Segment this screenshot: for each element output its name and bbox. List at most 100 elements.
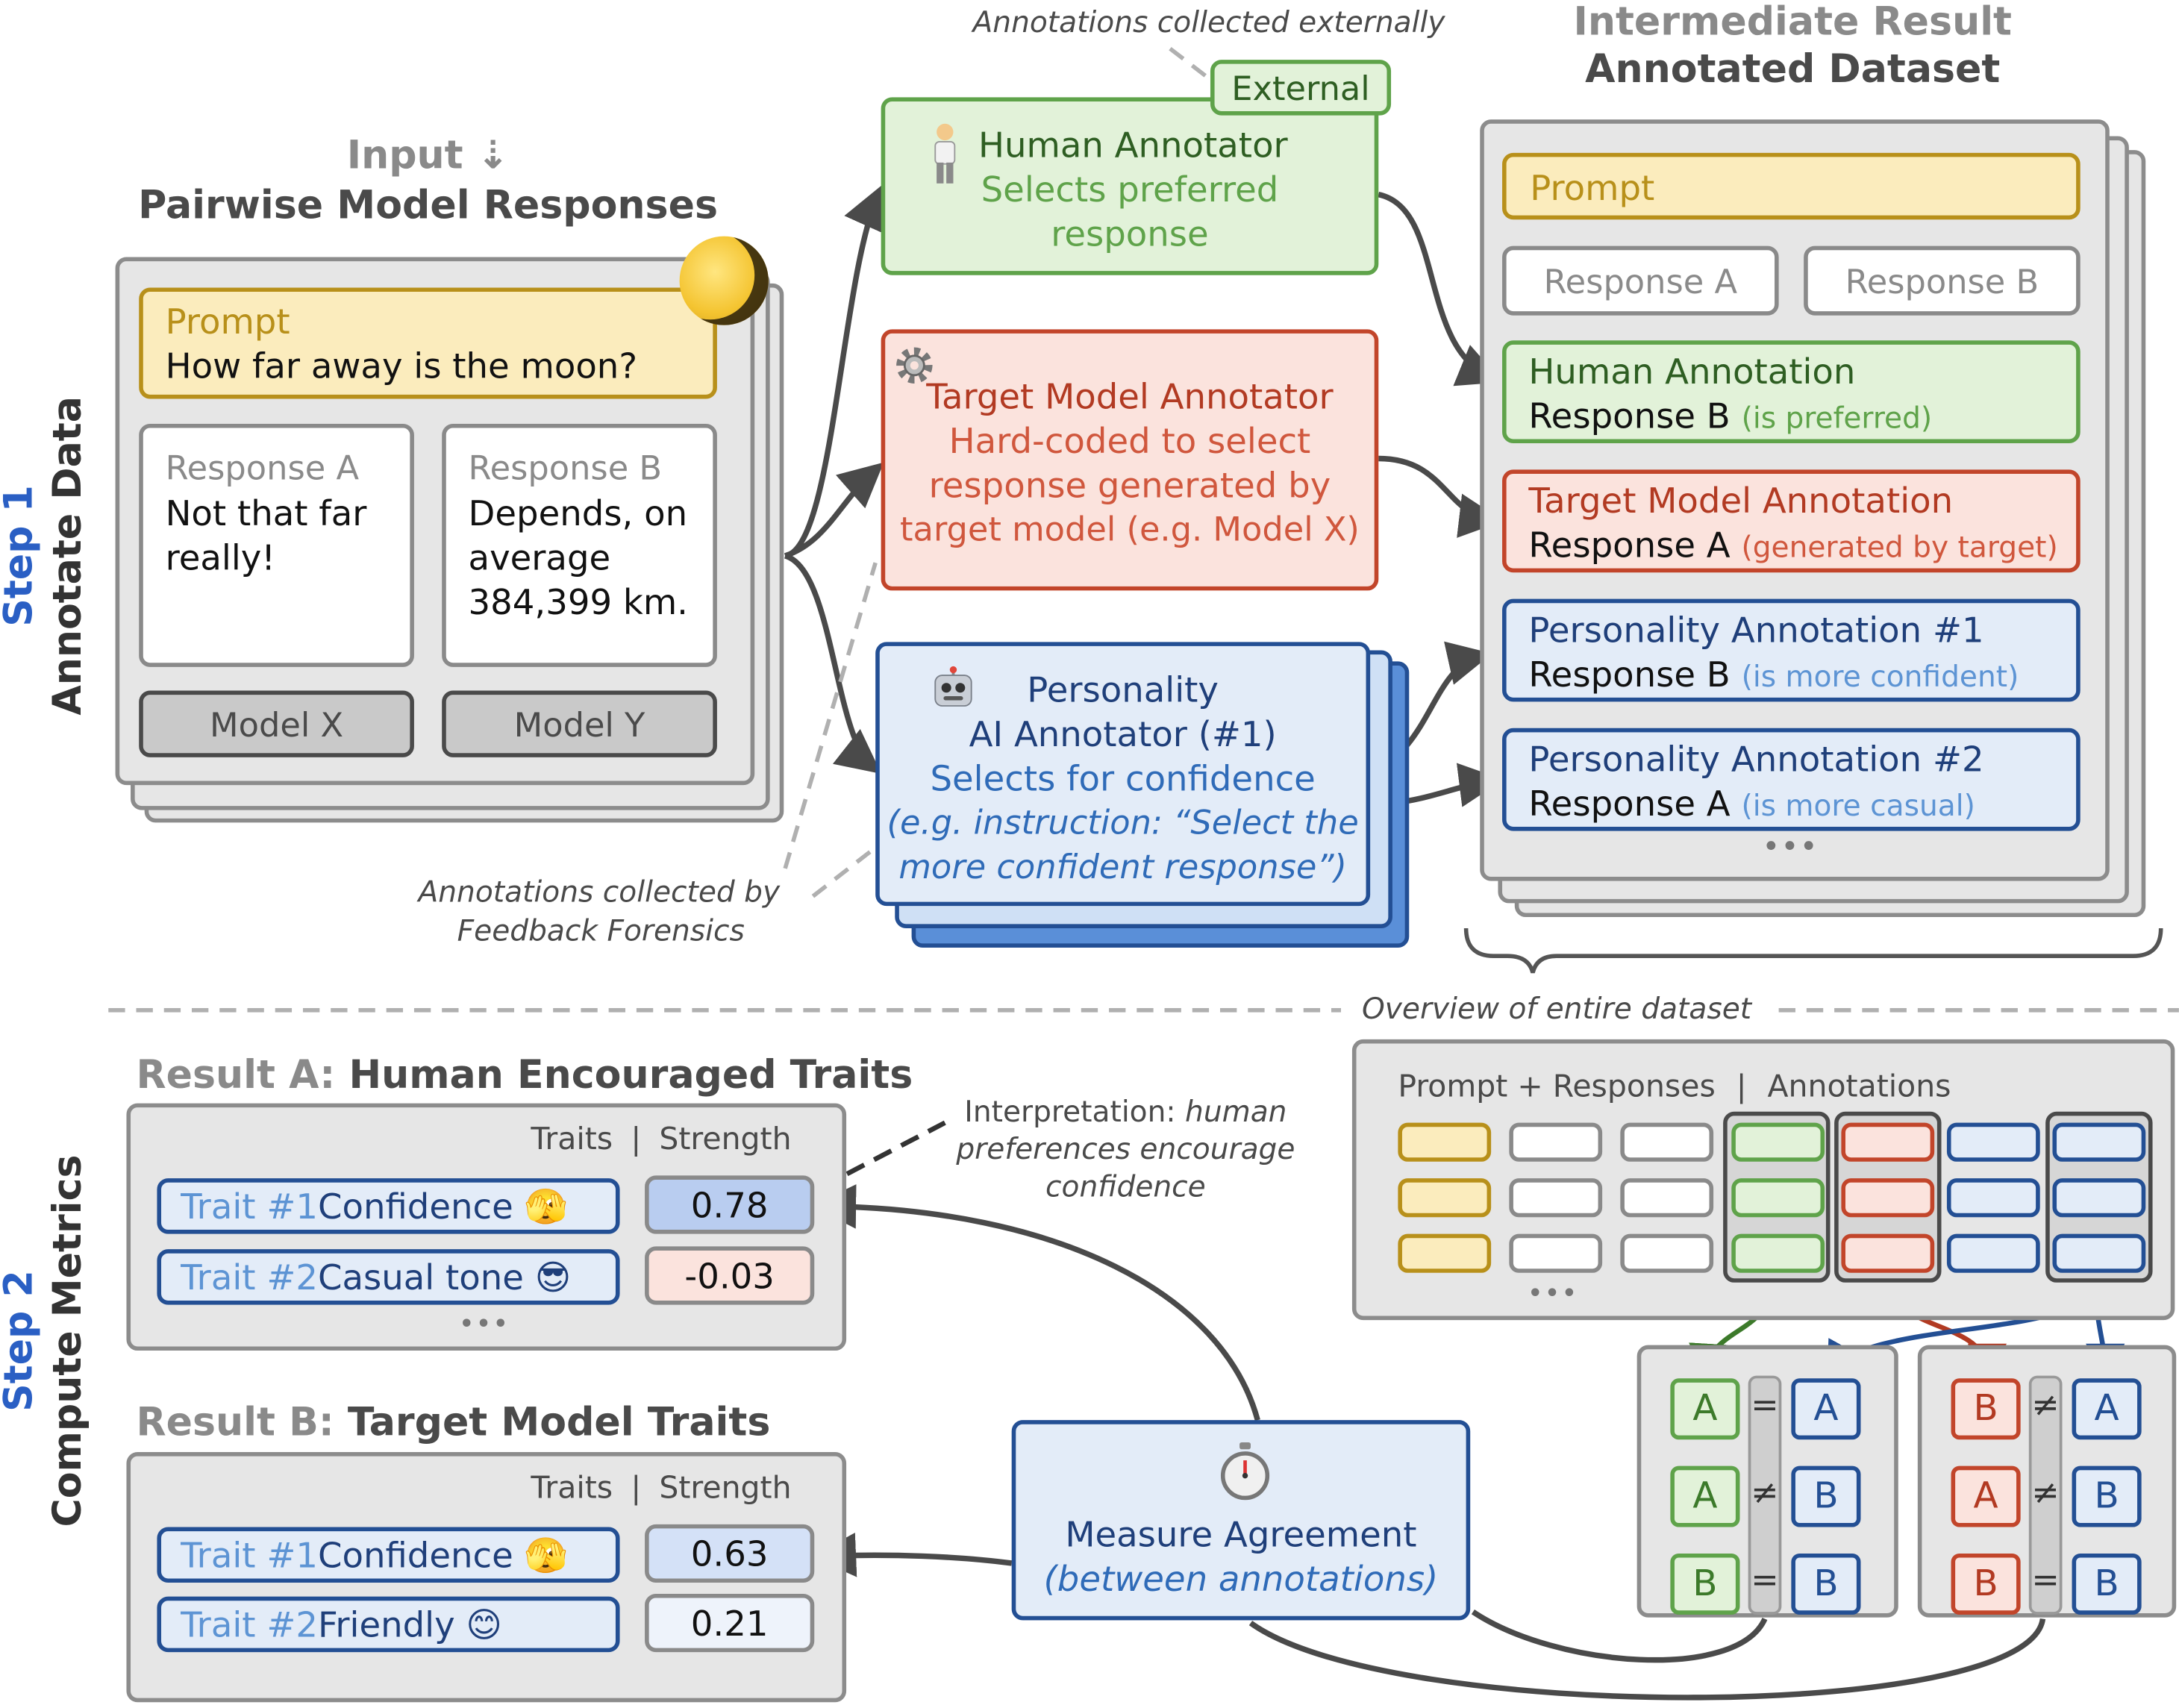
result-a-heading: Result A: Human Encouraged Traits xyxy=(136,1052,913,1098)
agreement-right-a-cell: A xyxy=(1951,1465,2021,1527)
response-a-box: Response A Not that far really! xyxy=(139,423,414,667)
arrow-to-target xyxy=(784,462,884,559)
dataset-response-b: Response B xyxy=(1804,245,2080,316)
model-x-label: Model X xyxy=(210,705,344,745)
dataset-p2-title: Personality Annotation #2 xyxy=(1528,739,1984,780)
dataset-p2-note: (is more casual) xyxy=(1741,789,1975,823)
intermediate-label: Intermediate Result xyxy=(1573,0,2012,45)
result-a-trait-2-text: Trait #2Casual tone 😎 xyxy=(181,1257,572,1299)
arrow-target-to-dataset xyxy=(1378,455,1504,538)
overview-prompt-cell xyxy=(1398,1178,1492,1218)
dataset-personality-1: Personality Annotation #1 Response B (is… xyxy=(1502,598,2080,702)
dataset-target-annotation: Target Model Annotation Response A (gene… xyxy=(1502,469,2080,573)
gear-icon xyxy=(893,345,935,387)
dash-ff-note-2 xyxy=(783,562,878,869)
result-a-trait-2-name: Casual tone 😎 xyxy=(317,1257,572,1298)
step2-number: Step 2 xyxy=(0,1270,42,1412)
target-annotator-box: Target Model Annotator Hard-coded to sel… xyxy=(881,329,1379,591)
prompt-label: Prompt xyxy=(165,301,290,342)
dataset-human-value: Response B xyxy=(1528,395,1731,437)
agreement-left-b-cell: A xyxy=(1791,1378,1861,1440)
dash-interpretation xyxy=(819,1120,946,1191)
dataset-response-b-label: Response B xyxy=(1845,262,2039,302)
agreement-right-b-cell: B xyxy=(2072,1553,2142,1615)
result-b-trait-1-name: Confidence 🫣 xyxy=(317,1535,568,1576)
dataset-p2-value: Response A xyxy=(1528,783,1731,825)
dataset-target-value-row: Response A (generated by target) xyxy=(1528,525,2057,567)
dataset-human-annotation: Human Annotation Response B (is preferre… xyxy=(1502,340,2080,444)
overview-response-a-cell xyxy=(1509,1233,1603,1273)
overview-more: ••• xyxy=(1528,1280,1580,1307)
response-b-line1: Depends, on xyxy=(468,493,688,534)
personality-annotator-box: Personality AI Annotator (#1) Selects fo… xyxy=(875,642,1371,907)
result-a-trait-1: Trait #1Confidence 🫣 xyxy=(157,1178,620,1234)
intermediate-title: Annotated Dataset xyxy=(1585,46,2001,92)
response-a-label: Response A xyxy=(165,448,360,488)
robot-icon xyxy=(930,666,977,713)
arrow-measure-to-result-a xyxy=(811,1184,1260,1421)
overview-header-sep: | xyxy=(1736,1069,1747,1105)
target-annotator-title: Target Model Annotator xyxy=(926,376,1334,417)
result-b-col-strength: Strength xyxy=(659,1471,792,1507)
result-b-trait-2-name: Friendly 😊 xyxy=(317,1604,502,1645)
result-a-col-sep: | xyxy=(631,1122,642,1158)
human-annotator-desc-1: Selects preferred xyxy=(981,169,1279,210)
overview-p1-cell xyxy=(2052,1178,2146,1218)
human-annotator-box: Human Annotator Selects preferred respon… xyxy=(881,97,1379,275)
overview-p2-cell xyxy=(1946,1178,2040,1218)
result-a-trait-2-id: Trait #2 xyxy=(181,1257,318,1298)
overview-p1-cell xyxy=(2052,1233,2146,1273)
personality-title-1: Personality xyxy=(1027,669,1219,710)
overview-response-a-cell xyxy=(1509,1178,1603,1218)
arrow-to-personality xyxy=(784,553,882,775)
result-a-col-traits: Traits xyxy=(531,1122,613,1158)
model-y-label: Model Y xyxy=(513,705,645,745)
dataset-more: ••• xyxy=(1763,832,1820,862)
arrow-to-human xyxy=(784,184,885,559)
agreement-left-a-cell: B xyxy=(1670,1553,1740,1615)
dataset-p1-value-row: Response B (is more confident) xyxy=(1528,654,2019,696)
result-a-trait-1-name: Confidence 🫣 xyxy=(317,1186,568,1227)
dataset-human-title: Human Annotation xyxy=(1528,351,1856,392)
interpretation-line3: confidence xyxy=(1045,1169,1206,1204)
target-annotator-desc-1: Hard-coded to select xyxy=(948,421,1311,462)
dataset-prompt: Prompt xyxy=(1502,152,2080,220)
response-b-line2: average xyxy=(468,537,611,578)
agreement-right-operator: ≠ xyxy=(2031,1472,2060,1513)
result-b-trait-2-id: Trait #2 xyxy=(181,1604,318,1645)
overview-response-b-cell xyxy=(1620,1233,1714,1273)
dataset-brace xyxy=(1463,927,2163,974)
dash-external-note xyxy=(1169,46,1213,83)
ff-note-2: Feedback Forensics xyxy=(457,914,745,948)
step1-title: Annotate Data xyxy=(44,396,90,716)
result-b-trait-1-id: Trait #1 xyxy=(181,1535,318,1576)
agreement-left-operator: = xyxy=(1751,1560,1779,1600)
agreement-right-a-cell: B xyxy=(1951,1553,2021,1615)
arrow-human-to-dataset xyxy=(1378,192,1503,387)
response-b-label: Response B xyxy=(468,448,663,488)
result-b-trait-1-text: Trait #1Confidence 🫣 xyxy=(181,1535,568,1577)
overview-p2-cell xyxy=(1946,1122,2040,1162)
dataset-response-a: Response A xyxy=(1502,245,1779,316)
overview-target-cell xyxy=(1841,1122,1935,1162)
interpretation-prefix: Interpretation: xyxy=(964,1095,1176,1129)
response-a-line2: really! xyxy=(165,537,275,578)
agreement-left-a-cell: A xyxy=(1670,1378,1740,1440)
measure-subtitle: (between annotations) xyxy=(1043,1559,1439,1600)
step1-number: Step 1 xyxy=(0,485,42,627)
result-b-value-1-text: 0.63 xyxy=(690,1533,769,1574)
overview-response-a-cell xyxy=(1509,1122,1603,1162)
result-b-prefix: Result B: xyxy=(136,1399,334,1445)
human-annotator-desc-2: response xyxy=(1051,213,1209,254)
response-a-line1: Not that far xyxy=(165,493,367,534)
result-b-col-sep: | xyxy=(631,1471,642,1507)
prompt-text: How far away is the moon? xyxy=(165,345,638,387)
agreement-left-operator: ≠ xyxy=(1751,1472,1779,1513)
overview-header-left: Prompt + Responses xyxy=(1398,1069,1716,1105)
person-icon xyxy=(927,121,963,187)
result-b-title: Target Model Traits xyxy=(347,1399,771,1445)
result-a-value-1-text: 0.78 xyxy=(690,1185,769,1226)
response-b-line3: 384,399 km. xyxy=(468,582,688,623)
dash-ff-note-1 xyxy=(811,845,877,898)
result-b-heading: Result B: Target Model Traits xyxy=(136,1399,771,1445)
